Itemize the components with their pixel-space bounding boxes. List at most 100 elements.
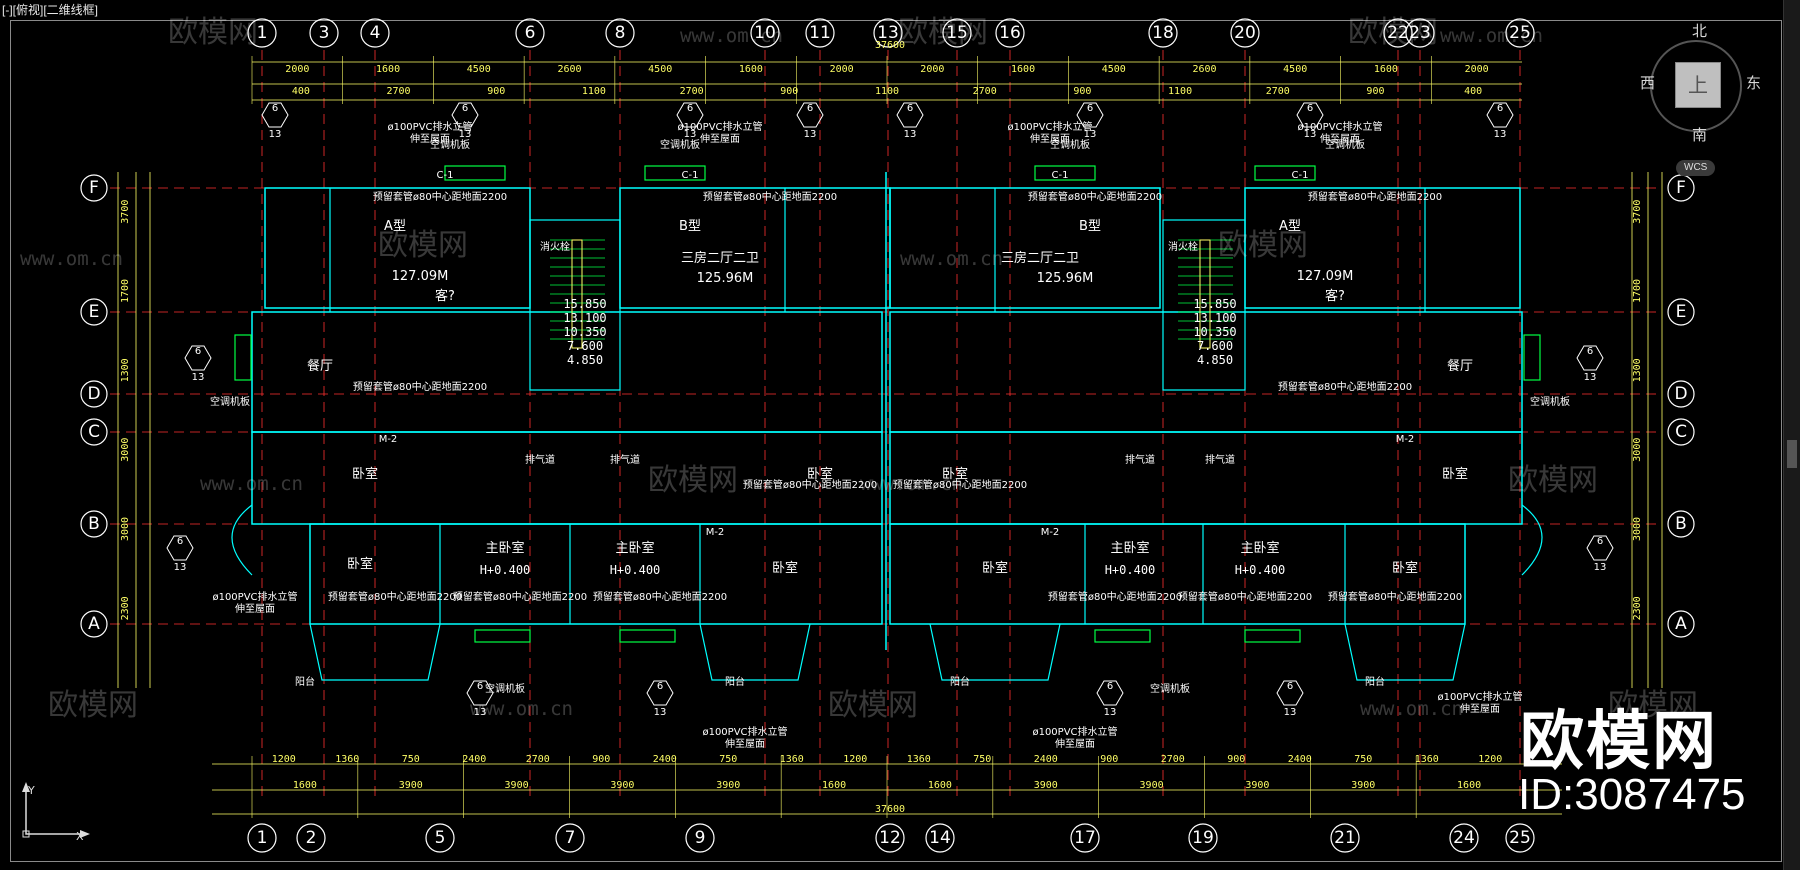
grid-bubble-bottom-circle [296, 823, 326, 853]
note-downpipe: ø100PVC排水立管 [1437, 690, 1522, 703]
viewcube-south-label[interactable]: 南 [1692, 126, 1708, 144]
level-mark-left: 4.850 [567, 353, 603, 367]
note-pipe-sleeve: 预留套管ø80中心距地面2200 [1308, 190, 1442, 203]
dimension-side-left: 1300 [120, 358, 131, 382]
dimension-side-right: 2300 [1632, 596, 1643, 620]
section-mark-sheet: 13 [1584, 372, 1597, 383]
grid-bubble-bottom-label: 14 [929, 828, 951, 848]
grid-bubble-top-circle [873, 18, 903, 48]
room-balcony: 阳台 [1365, 675, 1385, 688]
dimension-bottom-row1: 2400 [1034, 754, 1058, 765]
vertical-scrollbar[interactable] [1783, 0, 1800, 870]
note-ac-board: 空调机板 [430, 138, 470, 151]
dimension-bottom-row1: 2400 [1288, 754, 1312, 765]
section-mark-sheet: 13 [192, 372, 205, 383]
grid-bubble-bottom-circle [1449, 823, 1479, 853]
viewcube-top-face[interactable]: 上 [1675, 62, 1721, 108]
viewcube-east-label[interactable]: 东 [1746, 74, 1762, 92]
section-mark-number: 6 [1597, 536, 1603, 547]
window-c3-right [1523, 334, 1541, 381]
room-unit-a-right: A型 [1279, 219, 1301, 234]
dimension-side-left: 3700 [120, 200, 131, 224]
scrollbar-thumb[interactable] [1787, 440, 1797, 468]
dimension-bottom-row1: 2700 [526, 754, 550, 765]
note-pipe-sleeve: 预留套管ø80中心距地面2200 [1178, 590, 1312, 603]
note-pipe-sleeve: 预留套管ø80中心距地面2200 [373, 190, 507, 203]
section-mark-sheet: 13 [459, 129, 472, 140]
window-c3-left [234, 334, 252, 381]
dimension-side-left: 1700 [120, 279, 131, 303]
stair-handrail [1199, 239, 1211, 349]
dimension-side-right: 1700 [1632, 279, 1643, 303]
room-bedroom-d: 卧室 [1442, 466, 1468, 482]
section-mark-hex [1576, 345, 1604, 371]
dimension-top-row1: 1600 [376, 64, 400, 75]
wcs-menu-button[interactable]: WCS [1676, 160, 1716, 176]
dimension-top-row2: 400 [1464, 86, 1482, 97]
section-mark-hex [166, 535, 194, 561]
grid-bubble-left-label: B [88, 514, 100, 534]
viewcube-north-label[interactable]: 北 [1692, 22, 1708, 40]
dimension-top-row2: 2700 [386, 86, 410, 97]
viewcube-compass-ring[interactable] [1650, 40, 1742, 132]
note-exhaust-shaft: 排气道 [1125, 453, 1155, 466]
section-mark-number: 6 [1107, 681, 1113, 692]
note-pipe-sleeve: 预留套管ø80中心距地面2200 [893, 478, 1027, 491]
window-c1 [644, 165, 706, 181]
grid-bubble-bottom-circle [555, 823, 585, 853]
dimension-side-right: 3000 [1632, 517, 1643, 541]
grid-bubble-top-label: 18 [1152, 23, 1174, 43]
section-mark-hex [261, 102, 289, 128]
dimension-top-row2: 400 [292, 86, 310, 97]
window-c2 [619, 629, 676, 643]
note-downpipe-sub: 伸至屋面 [1460, 703, 1500, 715]
drawing-frame [10, 20, 1782, 862]
room-elevation: H+0.400 [480, 563, 531, 577]
grid-bubble-left-circle [80, 380, 108, 408]
level-mark-left: 10.350 [563, 325, 606, 339]
grid-bubble-top-circle [942, 18, 972, 48]
grid-bubble-bottom-circle [925, 823, 955, 853]
grid-bubble-bottom-circle [1188, 823, 1218, 853]
room-master-bedroom: 主卧室 [1110, 540, 1149, 556]
dimension-bottom-row1: 900 [1227, 754, 1245, 765]
dimension-bottom-row2: 1600 [928, 780, 952, 791]
section-mark-hex [184, 345, 212, 371]
watermark-url-text: www.om.cn [20, 248, 123, 270]
ucs-x-label: X [76, 830, 84, 843]
dimension-bottom-row1: 900 [592, 754, 610, 765]
grid-bubble-top-circle [309, 18, 339, 48]
viewcube-west-label[interactable]: 西 [1640, 74, 1656, 92]
watermark-brand-text: 欧模网 [1508, 463, 1598, 498]
level-mark-right: 7.600 [1197, 339, 1233, 353]
room-dining-left: 餐厅 [307, 358, 333, 374]
grid-bubble-top-circle [605, 18, 635, 48]
dimension-bottom-row2: 1600 [1457, 780, 1481, 791]
dimension-top-row1: 4500 [648, 64, 672, 75]
dimension-side-right: 1300 [1632, 358, 1643, 382]
dimension-top-row1: 4500 [1283, 64, 1307, 75]
label-window: C-1 [682, 170, 699, 181]
viewport-label[interactable]: [-][俯视][二维线框] [2, 3, 99, 17]
note-pipe-sleeve: 预留套管ø80中心距地面2200 [328, 590, 462, 603]
dimension-top-row2: 2700 [973, 86, 997, 97]
grid-bubble-top-label: 15 [946, 23, 968, 43]
grid-bubble-bottom-label: 19 [1192, 828, 1214, 848]
note-downpipe: ø100PVC排水立管 [702, 725, 787, 738]
brand-watermark-logo: 欧模网 [1520, 705, 1718, 779]
wall-bedroom-right [889, 431, 1523, 525]
dimension-bottom-row1: 1360 [1415, 754, 1439, 765]
note-downpipe: ø100PVC排水立管 [387, 120, 472, 133]
room-bedroom-south: 卧室 [1392, 560, 1418, 576]
watermark-url-text: www.om.cn [680, 25, 783, 47]
grid-bubble-top-circle [1505, 18, 1535, 48]
grid-bubble-bottom-circle [875, 823, 905, 853]
section-mark-sheet: 13 [684, 129, 697, 140]
section-mark-sheet: 13 [804, 129, 817, 140]
grid-bubble-top-circle [1383, 18, 1413, 48]
room-dining-right: 餐厅 [1447, 358, 1473, 374]
note-exhaust-shaft: 排气道 [525, 453, 555, 466]
grid-bubble-left-label: A [88, 614, 100, 634]
dimension-top-row2: 1100 [1168, 86, 1192, 97]
room-area-b-left: 125.96M [697, 271, 754, 286]
